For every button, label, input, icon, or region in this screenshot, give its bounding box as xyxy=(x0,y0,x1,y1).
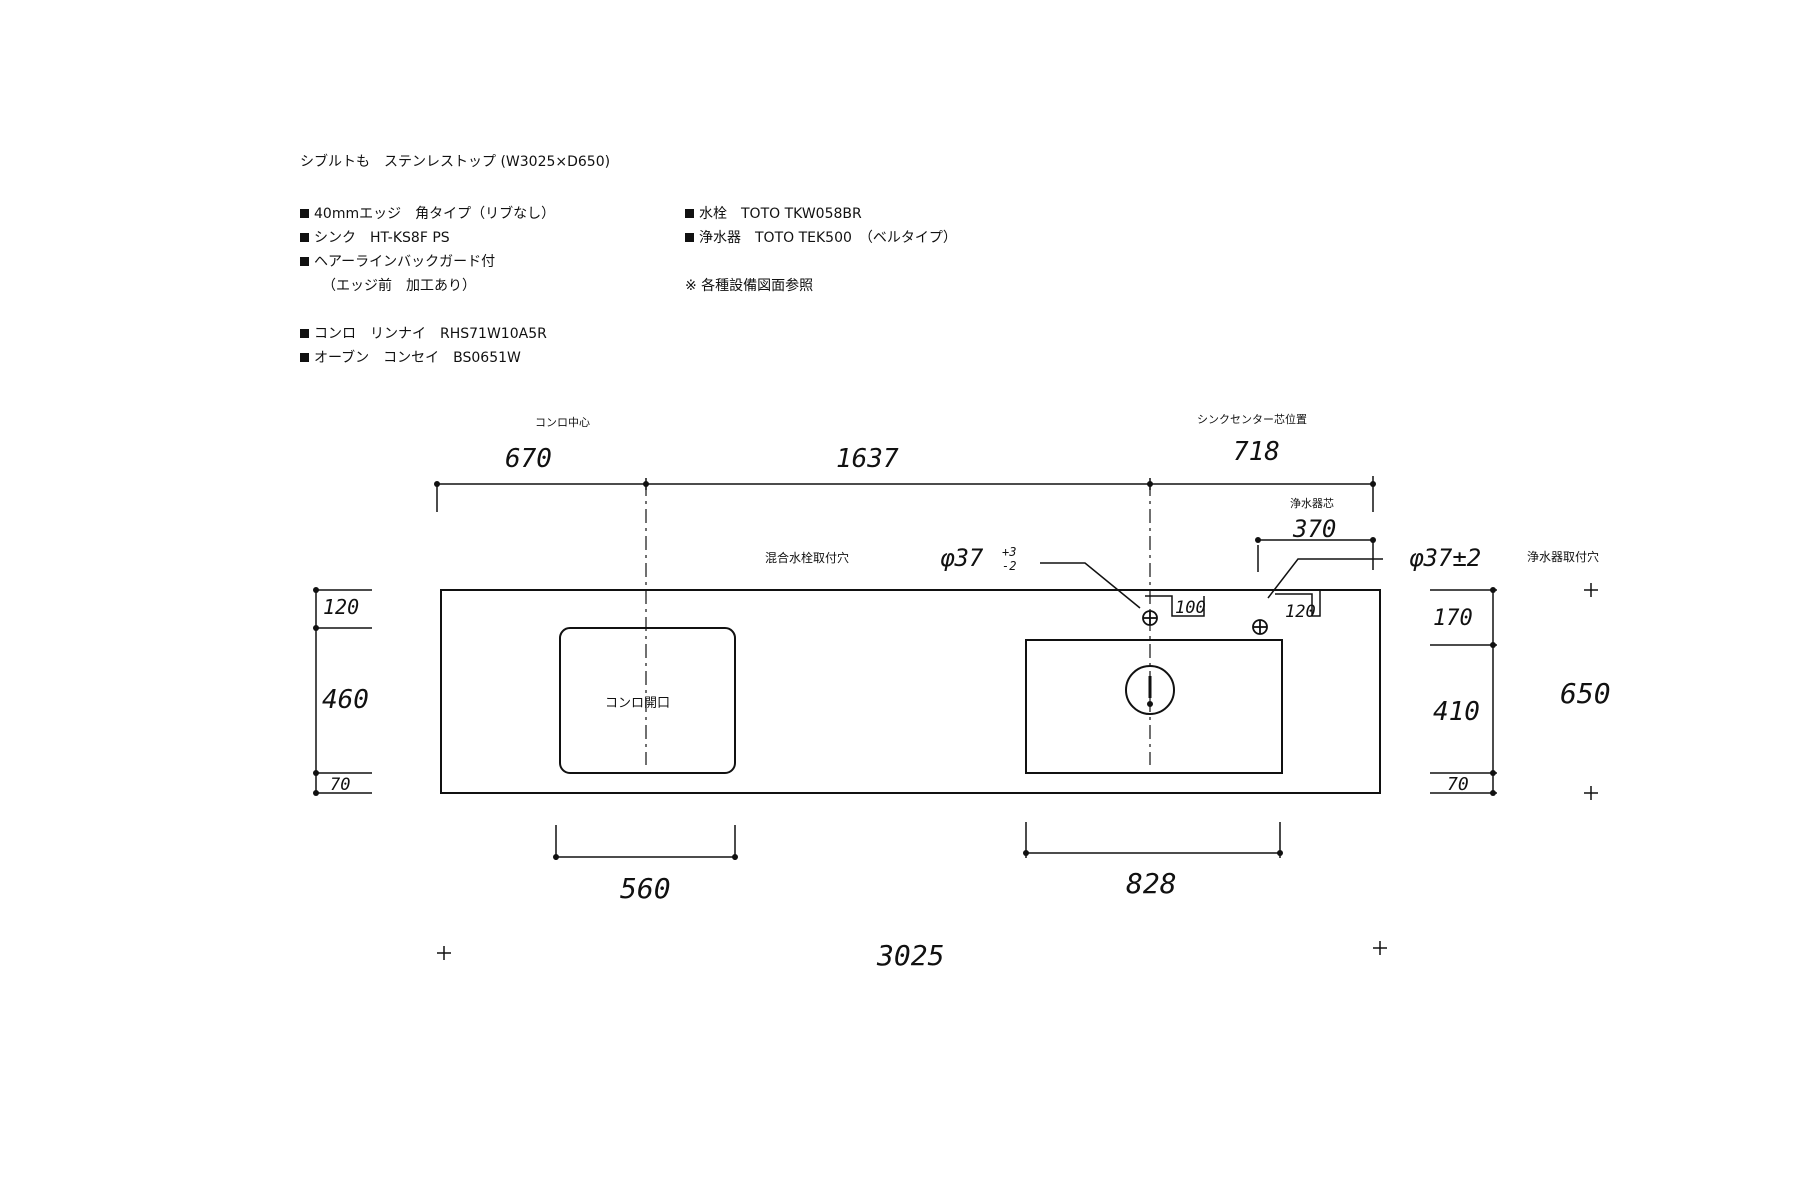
label-sink-center: シンクセンター芯位置 xyxy=(1197,412,1307,426)
dim-left-120: 120 xyxy=(323,595,359,619)
bullet-square-icon xyxy=(300,233,309,242)
dim-100: 100 xyxy=(1175,598,1206,618)
dim-1637: 1637 xyxy=(836,444,899,474)
dim-purifier-hole: φ37±2 xyxy=(1409,544,1481,572)
spec-item-backguard: ヘアーラインバックガード付 xyxy=(300,255,495,269)
dim-faucet-hole: φ37 xyxy=(940,544,984,572)
dim-faucet-tol-plus: +3 xyxy=(1002,545,1016,559)
label-hob-cutout: コンロ開口 xyxy=(605,696,670,711)
dim-718: 718 xyxy=(1233,437,1280,467)
dim-left-70: 70 xyxy=(330,775,350,795)
spec-title: シブルトも ステンレストップ (W3025×D650) xyxy=(300,154,611,170)
countertop-outline xyxy=(440,589,1381,794)
hob-cutout xyxy=(559,627,736,774)
spec-item-purifier: 浄水器 TOTO TEK500 （ベルタイプ） xyxy=(685,231,957,245)
dim-370: 370 xyxy=(1292,515,1336,543)
spec-item-edge: 40mmエッジ 角タイプ（リブなし） xyxy=(300,207,555,221)
spec-item-reference: ※ 各種設備図面参照 xyxy=(685,278,814,294)
dim-faucet-tol-minus: -2 xyxy=(1002,559,1016,573)
dim-left-460: 460 xyxy=(322,685,369,715)
spec-item-hob: コンロ リンナイ RHS71W10A5R xyxy=(300,327,547,341)
label-hob-center: コンロ中心 xyxy=(535,416,590,429)
label-purifier-hole: 浄水器取付穴 xyxy=(1527,549,1599,564)
spec-item-oven: オーブン コンセイ BS0651W xyxy=(300,351,521,365)
spec-item-sink: シンク HT-KS8F PS xyxy=(300,231,450,245)
dim-right-70: 70 xyxy=(1447,774,1469,795)
bullet-square-icon xyxy=(685,233,694,242)
dim-828: 828 xyxy=(1126,867,1177,900)
label-purifier-center: 浄水器芯 xyxy=(1290,496,1334,510)
sink-cutout xyxy=(1025,639,1283,774)
spec-item-edge-note: （エッジ前 加工あり） xyxy=(322,278,476,294)
purifier-hole-leader xyxy=(1267,558,1383,599)
dim-650: 650 xyxy=(1560,677,1611,710)
dim-670: 670 xyxy=(505,444,552,474)
bullet-square-icon xyxy=(300,209,309,218)
registration-marks xyxy=(437,583,1598,960)
spec-item-faucet: 水栓 TOTO TKW058BR xyxy=(685,207,862,221)
bullet-square-icon xyxy=(685,209,694,218)
purifier-hole-icon xyxy=(1252,619,1268,635)
faucet-hole-leader xyxy=(1040,562,1141,609)
bullet-square-icon xyxy=(300,353,309,362)
bullet-square-icon xyxy=(300,329,309,338)
faucet-hole-icon xyxy=(1142,610,1158,626)
label-faucet-hole: 混合水栓取付穴 xyxy=(765,550,849,565)
dim-560: 560 xyxy=(620,872,671,905)
dim-right-410: 410 xyxy=(1433,697,1480,727)
bullet-square-icon xyxy=(300,257,309,266)
dim-3025: 3025 xyxy=(876,939,944,972)
dim-120-hole: 120 xyxy=(1285,602,1316,622)
dim-right-170: 170 xyxy=(1433,606,1473,631)
